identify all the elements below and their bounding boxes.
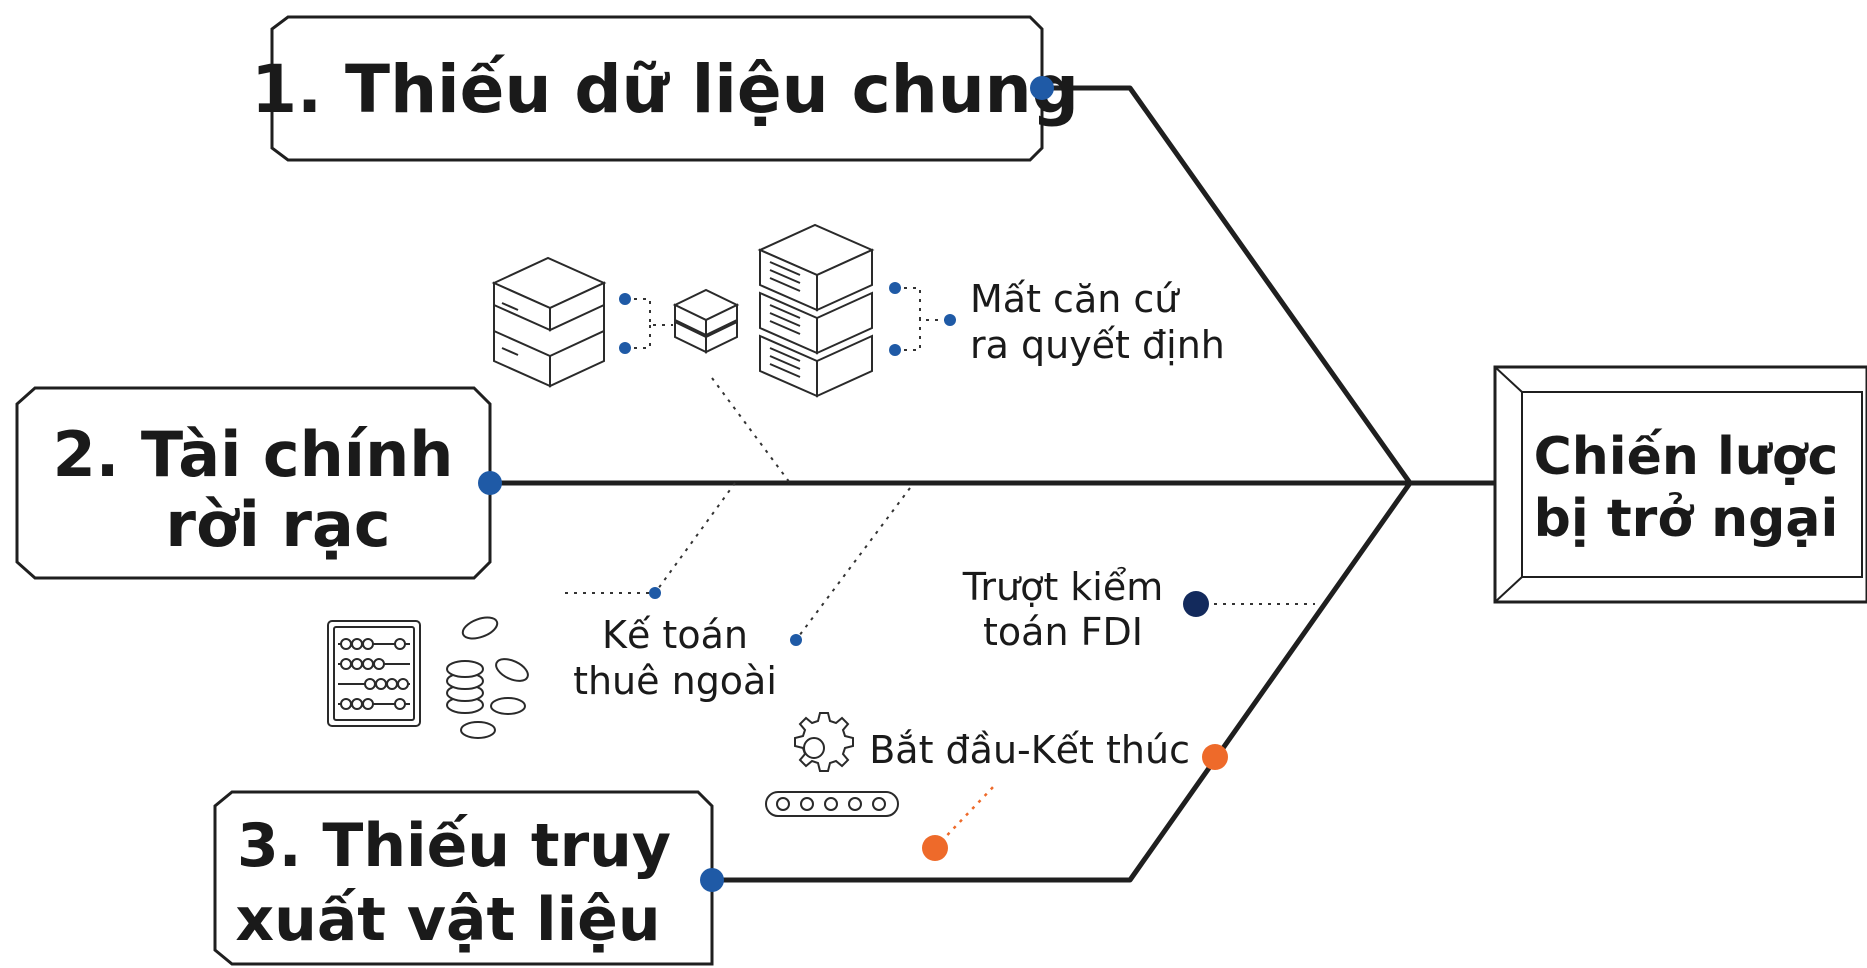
bone-bottom — [709, 480, 1413, 883]
server-stack-icon — [491, 223, 875, 398]
note-start-end: Bắt đầu-Kết thúc — [869, 728, 1190, 772]
fishbone-lines — [487, 85, 1498, 883]
cause-3-label-line1: 3. Thiếu truy — [237, 811, 671, 881]
dot-cause-2 — [478, 471, 502, 495]
cause-box-3: 3. Thiếu truy xuất vật liệu — [213, 790, 714, 966]
cause-box-2: 2. Tài chính rời rạc — [15, 386, 492, 580]
effect-label-line1: Chiến lược — [1534, 427, 1839, 487]
note-audit-line1: Trượt kiểm — [962, 565, 1164, 609]
cause-box-1: 1. Thiếu dữ liệu chung — [251, 15, 1079, 162]
note-accounting-line1: Kế toán — [602, 613, 748, 657]
dot-accounting-2 — [790, 634, 802, 646]
coins-icon — [446, 616, 529, 739]
dot-orange-small — [922, 835, 948, 861]
cause-3-label-line2: xuất vật liệu — [235, 885, 660, 955]
dot-start-end — [1202, 744, 1228, 770]
gear-icon — [794, 712, 854, 772]
cause-2-label-line1: 2. Tài chính — [53, 418, 454, 491]
abacus-icon — [327, 620, 421, 727]
dot-cause-3 — [700, 868, 724, 892]
dot-cause-1 — [1030, 76, 1054, 100]
cause-1-label: 1. Thiếu dữ liệu chung — [251, 51, 1079, 128]
conveyor-icon — [765, 791, 899, 817]
effect-box: Chiến lược bị trở ngại — [1493, 365, 1867, 604]
note-accounting-line2: thuê ngoài — [573, 659, 777, 703]
bone-top — [1039, 85, 1413, 486]
note-decision-line1: Mất căn cứ — [970, 277, 1180, 321]
dot-audit — [1183, 591, 1209, 617]
server-bracket-dots — [619, 282, 956, 356]
note-decision-line2: ra quyết định — [970, 323, 1225, 367]
effect-label-line2: bị trở ngại — [1534, 489, 1839, 549]
dotted-connectors — [565, 287, 1315, 641]
cause-2-label-line2: rời rạc — [165, 488, 390, 561]
orange-connector — [934, 784, 996, 849]
note-audit-line2: toán FDI — [983, 610, 1143, 654]
dot-accounting — [649, 587, 661, 599]
